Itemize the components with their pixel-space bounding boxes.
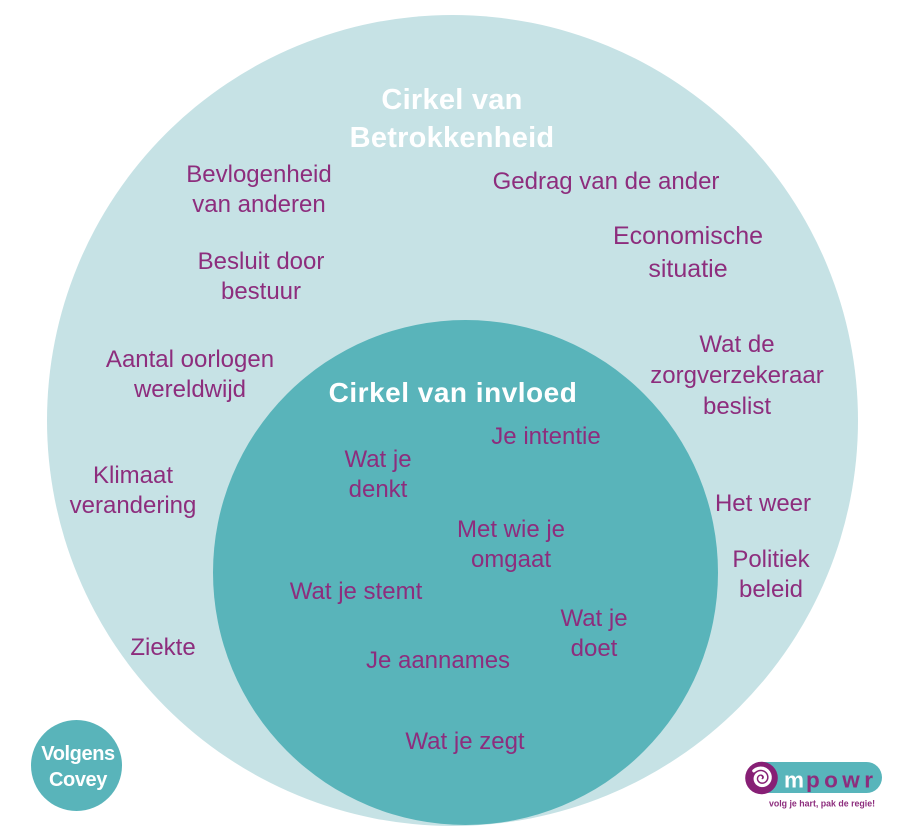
svg-text:volg je hart, pak de regie!: volg je hart, pak de regie!: [769, 799, 875, 809]
svg-text:powr: powr: [806, 768, 877, 793]
svg-text:m: m: [784, 768, 804, 793]
